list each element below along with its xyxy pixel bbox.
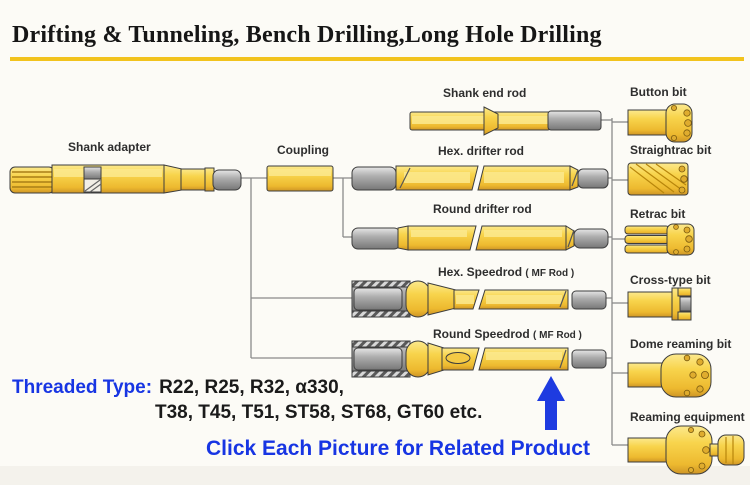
label-suffix: ( MF Rod ): [533, 330, 582, 341]
threaded-type-label: Threaded Type:: [12, 377, 153, 398]
label-shank-adapter: Shank adapter: [68, 140, 151, 154]
round-drifter-rod-image[interactable]: [351, 225, 609, 251]
label-shank-end-rod: Shank end rod: [443, 86, 527, 100]
label-retrac-bit: Retrac bit: [630, 207, 686, 221]
label-dome-reaming-bit: Dome reaming bit: [630, 337, 732, 351]
label-reaming-equipment: Reaming equipment: [630, 410, 745, 424]
coupling-image[interactable]: [266, 165, 334, 192]
threaded-type-values-1: R22, R25, R32, α330,: [159, 377, 344, 398]
threaded-type-line2: T38, T45, T51, ST58, ST68, GT60 etc.: [155, 402, 483, 423]
dome-reaming-bit-image[interactable]: [627, 353, 712, 398]
title-underline: [10, 57, 744, 61]
label-hex-drifter-rod: Hex. drifter rod: [438, 144, 525, 158]
click-picture-cta: Click Each Picture for Related Product: [206, 437, 590, 460]
label-text: Round Speedrod: [433, 327, 530, 341]
round-speedrod-image[interactable]: [351, 340, 607, 378]
label-straightrac-bit: Straightrac bit: [630, 143, 712, 157]
page-bottom-strip: [0, 466, 750, 485]
cross-type-bit-image[interactable]: [627, 287, 692, 321]
page-title: Drifting & Tunneling, Bench Drilling,Lon…: [12, 22, 602, 48]
retrac-bit-image[interactable]: [624, 223, 695, 256]
reaming-equipment-image[interactable]: [627, 425, 745, 475]
connector-lines: [240, 118, 628, 446]
label-button-bit: Button bit: [630, 85, 687, 99]
label-round-drifter-rod: Round drifter rod: [433, 202, 532, 216]
straightrac-bit-image[interactable]: [627, 162, 689, 196]
shank-end-rod-image[interactable]: [409, 106, 602, 136]
label-coupling: Coupling: [277, 143, 329, 157]
hex-drifter-rod-image[interactable]: [351, 165, 609, 191]
label-text: Hex. Speedrod: [438, 265, 523, 279]
threaded-type-line1: Threaded Type: R22, R25, R32, α330,: [12, 377, 344, 399]
label-suffix: ( MF Rod ): [525, 268, 575, 279]
up-arrow-icon: [537, 376, 565, 430]
label-round-speedrod: Round Speedrod ( MF Rod ): [433, 327, 582, 341]
hex-speedrod-image[interactable]: [351, 280, 607, 318]
shank-adapter-image[interactable]: [9, 164, 242, 194]
button-bit-image[interactable]: [627, 103, 693, 143]
label-hex-speedrod: Hex. Speedrod ( MF Rod ): [438, 265, 574, 279]
label-cross-type-bit: Cross-type bit: [630, 273, 711, 287]
